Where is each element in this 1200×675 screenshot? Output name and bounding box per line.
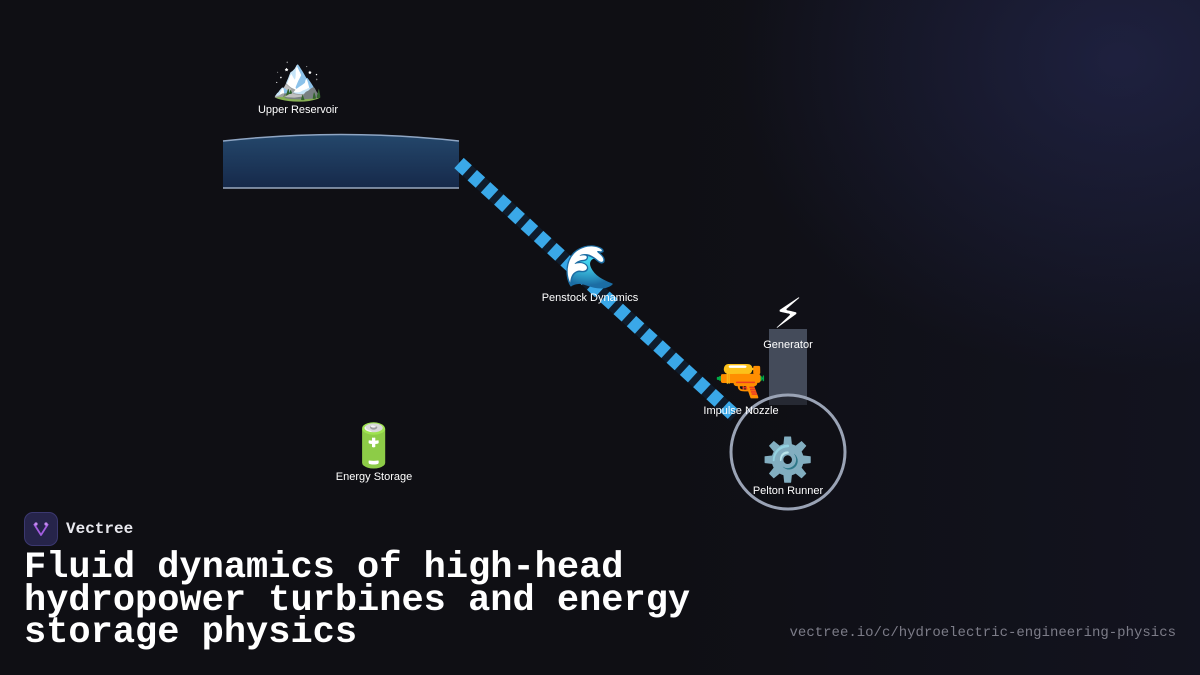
penstock-pipe-stripes xyxy=(454,157,740,422)
brand[interactable]: Vectree xyxy=(24,512,133,546)
page-title: Fluid dynamics of high-head hydropower t… xyxy=(24,547,691,654)
battery-icon: 🔋 xyxy=(347,421,401,470)
wave-icon: 🌊 xyxy=(563,242,617,291)
node-penstock[interactable]: 🌊 Penstock Dynamics xyxy=(541,242,639,305)
runner-ring xyxy=(729,393,847,511)
reservoir-water xyxy=(223,134,459,188)
generator-label: Generator xyxy=(763,339,813,351)
mountain-icon: 🏔️ xyxy=(271,54,325,103)
lightning-icon: ⚡ xyxy=(773,289,803,338)
node-runner[interactable]: ⚙️ Pelton Runner xyxy=(752,435,824,498)
storage-label: Energy Storage xyxy=(335,471,413,483)
nozzle-label: Impulse Nozzle xyxy=(703,405,779,417)
node-generator[interactable]: ⚡ Generator xyxy=(763,289,813,352)
generator-block xyxy=(769,329,807,405)
upper-reservoir-label: Upper Reservoir xyxy=(257,104,339,116)
node-storage[interactable]: 🔋 Energy Storage xyxy=(335,421,413,484)
reservoir-surface xyxy=(222,133,460,142)
gear-icon: ⚙️ xyxy=(761,435,815,484)
source-url[interactable]: vectree.io/c/hydroelectric-engineering-p… xyxy=(789,625,1176,641)
penstock-label: Penstock Dynamics xyxy=(541,292,639,304)
node-nozzle[interactable]: 🔫 Impulse Nozzle xyxy=(703,355,779,418)
node-upper-reservoir[interactable]: 🏔️ Upper Reservoir xyxy=(257,54,339,117)
runner-label: Pelton Runner xyxy=(752,485,824,497)
brand-name: Vectree xyxy=(66,520,134,538)
vectree-logo-icon xyxy=(24,512,58,546)
water-gun-icon: 🔫 xyxy=(714,355,768,404)
